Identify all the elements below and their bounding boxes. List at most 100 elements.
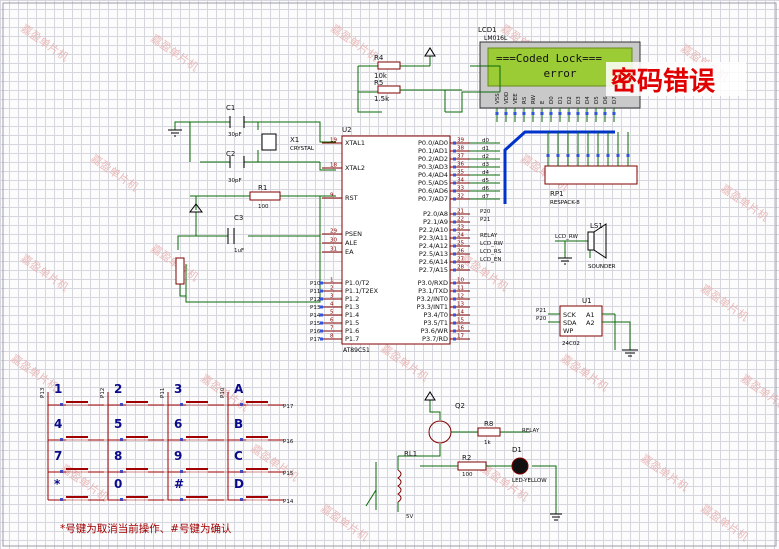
- reset-button[interactable]: [175, 257, 185, 285]
- mcu-pin-number: 32: [457, 194, 464, 200]
- rp1-pin-dot: [566, 154, 570, 157]
- mcu-pin-number: 23: [457, 225, 464, 231]
- relay-coil-icon[interactable]: [397, 469, 402, 503]
- keypad-key-label: 6: [174, 417, 182, 431]
- mcu-pin-number: 6: [330, 318, 334, 324]
- lcd-line1: ===Coded Lock===: [496, 52, 602, 65]
- mcu-pin-dot: [453, 329, 456, 333]
- rp1-pin-dot: [626, 154, 630, 157]
- key-node-dot: [120, 498, 123, 501]
- q2-transistor[interactable]: [428, 420, 452, 444]
- lcd-pin-dot: [540, 112, 544, 115]
- ls1[interactable]: LS1 LCD_RW SOUNDER: [555, 222, 616, 270]
- mcu-pin-name: P2.1/A9: [423, 218, 448, 226]
- mcu-pin-name: P0.2/AD2: [418, 155, 448, 163]
- r8-resistor[interactable]: [477, 427, 501, 437]
- p2-net-label: P21: [480, 217, 490, 223]
- d1-ref: D1: [512, 446, 522, 454]
- r4-ref: R4: [374, 54, 384, 62]
- mcu-pin-name: RST: [345, 194, 358, 202]
- r5-ref: R5: [374, 79, 383, 87]
- mcu-pin-dot: [453, 236, 456, 240]
- mcu-pin-number: 19: [330, 138, 337, 144]
- rp1[interactable]: RP1 RESPACK-8: [544, 132, 638, 206]
- reset-circuit: R1 100 C3 1uF: [175, 184, 336, 303]
- mcu-pin-name: ALE: [345, 239, 357, 247]
- mcu-pin-number: 34: [457, 178, 464, 184]
- error-message: 密码错误: [611, 66, 716, 97]
- watermark-text: 嘉盈单片机: [698, 501, 751, 544]
- rp1-pin-dot: [576, 154, 580, 157]
- vcc-arrow-icon: [424, 47, 436, 57]
- keypad-row-net: P15: [283, 471, 294, 477]
- c3-value: 1uF: [234, 248, 244, 254]
- rp1-ref: RP1: [550, 190, 564, 198]
- data-net-label: d6: [482, 186, 489, 192]
- keypad-key-label: 5: [114, 417, 122, 431]
- lcd-pin-dot: [567, 112, 571, 115]
- mcu-pin-name: P3.7/RD: [422, 335, 448, 343]
- u1-pin-wp: WP: [563, 327, 573, 335]
- mcu-pin-name: P1.1/T2EX: [345, 287, 379, 295]
- watermark-text: 嘉盈单片机: [638, 451, 691, 494]
- r2-ref: R2: [462, 454, 471, 462]
- ls1-ref: LS1: [590, 222, 603, 230]
- watermark-text: 嘉盈单片机: [148, 31, 201, 74]
- x1-crystal[interactable]: [261, 133, 277, 151]
- lcd-pin-dot: [594, 112, 598, 115]
- lcd-pin-dot: [531, 112, 535, 115]
- mcu-pin-number: 30: [330, 238, 337, 244]
- r4-resistor[interactable]: [377, 61, 401, 70]
- keypad-col-net: P10: [220, 387, 226, 398]
- key-node-dot: [60, 438, 63, 441]
- mcu-pin-number: 2: [330, 286, 334, 292]
- u1-pin-a1: A1: [586, 311, 595, 319]
- d1-led[interactable]: [511, 457, 529, 475]
- mcu-pin-number: 4: [330, 302, 334, 308]
- u1-pin-a2: A2: [586, 319, 595, 327]
- r5-value: 1.5k: [374, 95, 390, 103]
- lcd-pin-label: VEE: [513, 93, 519, 104]
- r1-resistor[interactable]: [249, 191, 281, 201]
- r2-value: 100: [462, 472, 473, 478]
- mcu-pin-name: P3.3/INT1: [417, 303, 448, 311]
- key-node-dot: [180, 470, 183, 473]
- r8-net: RELAY: [522, 428, 540, 434]
- oscillator: C1 30pF C2 30pF X1 CRYSTAL: [168, 104, 336, 184]
- rp1-pin-dot: [586, 154, 590, 157]
- d1-value: LED-YELLOW: [512, 478, 547, 484]
- mcu-pin-dot: [453, 212, 456, 216]
- relay-section: Q2 R8 1k RELAY RL1 5V R2 100 D1 LED-YELL…: [365, 391, 562, 521]
- mcu-pin-number: 9: [330, 193, 334, 199]
- keypad-key-label: 9: [174, 449, 182, 463]
- r5-resistor[interactable]: [377, 85, 401, 94]
- mcu-net-label: P14: [310, 313, 321, 319]
- keypad-key-label: 0: [114, 477, 122, 491]
- mcu-net-label: P12: [310, 297, 320, 303]
- mcu-pin-name: P0.5/AD5: [418, 179, 448, 187]
- mcu-pin-dot: [320, 337, 323, 341]
- keypad-row-net: P16: [283, 439, 294, 445]
- c1-ref: C1: [226, 104, 235, 112]
- mcu-pin-number: 21: [457, 209, 464, 215]
- watermark-text: 嘉盈单片机: [318, 501, 371, 544]
- mcu-pin-number: 33: [457, 186, 464, 192]
- lcd-pin-dot: [603, 112, 607, 115]
- ctrl-net-label: LCD_EN: [480, 257, 501, 263]
- lcd-pin-label: D7: [612, 96, 618, 104]
- mcu-ref: U2: [342, 126, 352, 134]
- mcu-pin-name: P1.2: [345, 295, 359, 303]
- mcu-pin-name: EA: [345, 248, 354, 256]
- r2-resistor[interactable]: [457, 461, 487, 471]
- mcu-pin-number: 17: [457, 334, 464, 340]
- u1-net-p20: P20: [536, 316, 547, 322]
- lcd-ref: LCD1: [478, 26, 497, 34]
- lcd-pin-label: D0: [549, 96, 555, 104]
- mcu-pin-number: 29: [330, 229, 337, 235]
- u1-eeprom[interactable]: U1 SCK SDA WP A1 A2 P21 P20 24C02: [536, 297, 638, 357]
- lcd-pin-label: D5: [594, 96, 600, 104]
- u1-model: 24C02: [562, 341, 580, 347]
